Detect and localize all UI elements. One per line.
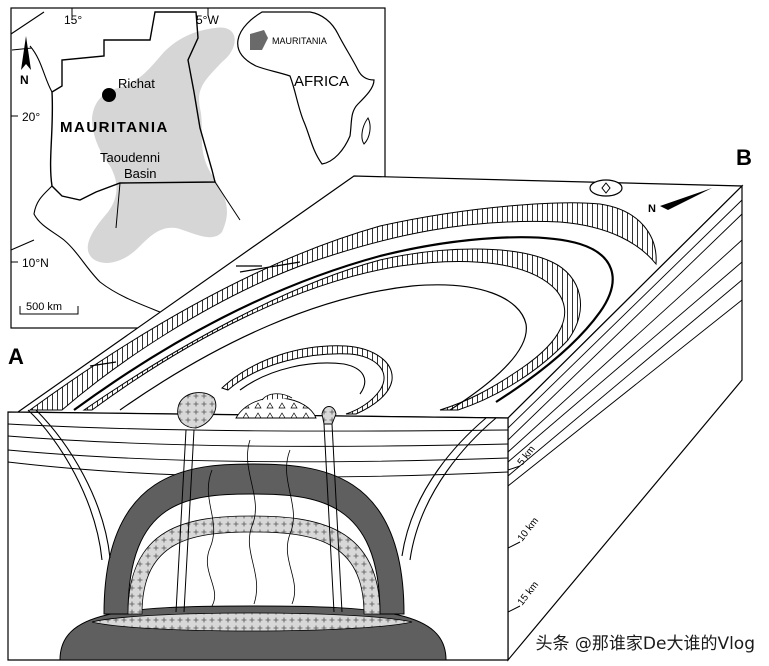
mauritania-border <box>49 11 216 201</box>
scale-bar: 500 km <box>19 301 79 315</box>
lon-label-5w: 5°W <box>196 13 219 27</box>
fluid-path-3 <box>286 449 296 605</box>
middle-ring-line <box>119 284 527 411</box>
fluid-path-2 <box>247 439 258 605</box>
lat-label-20: 20° <box>22 110 40 124</box>
east-ring-fault <box>401 417 497 561</box>
africa-outline <box>237 11 375 165</box>
map-north-arrow-icon: N <box>20 36 31 87</box>
panel-letter-b: B <box>736 145 752 170</box>
internal-borders <box>11 47 241 229</box>
inset-mauritania-shape <box>250 30 268 50</box>
outer-ring-hatched <box>28 202 657 411</box>
taoudenni-label-line1: Taoudenni <box>100 150 160 165</box>
lon-label-15: 15° <box>64 13 82 27</box>
west-ring-fault <box>27 409 111 561</box>
west-africa-coast <box>10 11 161 313</box>
africa-inset: MAURITANIA AFRICA <box>237 11 375 165</box>
dome-dark-ring <box>103 463 405 615</box>
svg-text:N: N <box>648 203 656 215</box>
inset-africa-label: AFRICA <box>294 73 349 90</box>
middle-ring-hatched <box>82 248 581 411</box>
taoudenni-basin-region <box>87 27 235 263</box>
east-surface-intrusion <box>321 406 337 425</box>
mauritania-label: MAURITANIA <box>60 119 169 136</box>
block-north-arrow-icon: N <box>648 188 712 215</box>
eye-symbol-icon <box>589 179 623 197</box>
right-face-strata <box>507 199 743 487</box>
svg-text:N: N <box>20 73 29 87</box>
west-surface-intrusion <box>177 392 217 429</box>
watermark: 头条 @那谁家De大谁的Vlog <box>535 634 756 654</box>
lat-label-10n: 10°N <box>22 256 49 270</box>
taoudenni-label-line2: Basin <box>124 166 157 181</box>
location-map: 15° 5°W 20° 10°N N Richat MAURITANIA Tao… <box>10 7 386 329</box>
feeder-dikes <box>175 423 343 613</box>
block-diagram: 5 km 10 km 15 km <box>7 175 744 662</box>
inset-mauritania-label: MAURITANIA <box>272 36 327 46</box>
richat-label: Richat <box>118 76 155 91</box>
richat-marker-icon <box>102 88 116 102</box>
outer-ring-line <box>73 236 614 411</box>
panel-letter-a: A <box>8 344 24 369</box>
svg-text:500 km: 500 km <box>26 301 62 313</box>
inner-ring-line <box>239 362 366 395</box>
dome-crosses-band <box>127 515 381 615</box>
lower-crosses-sill <box>91 612 413 632</box>
fluid-path-1 <box>206 469 216 607</box>
inner-ring-hatched <box>221 345 393 415</box>
